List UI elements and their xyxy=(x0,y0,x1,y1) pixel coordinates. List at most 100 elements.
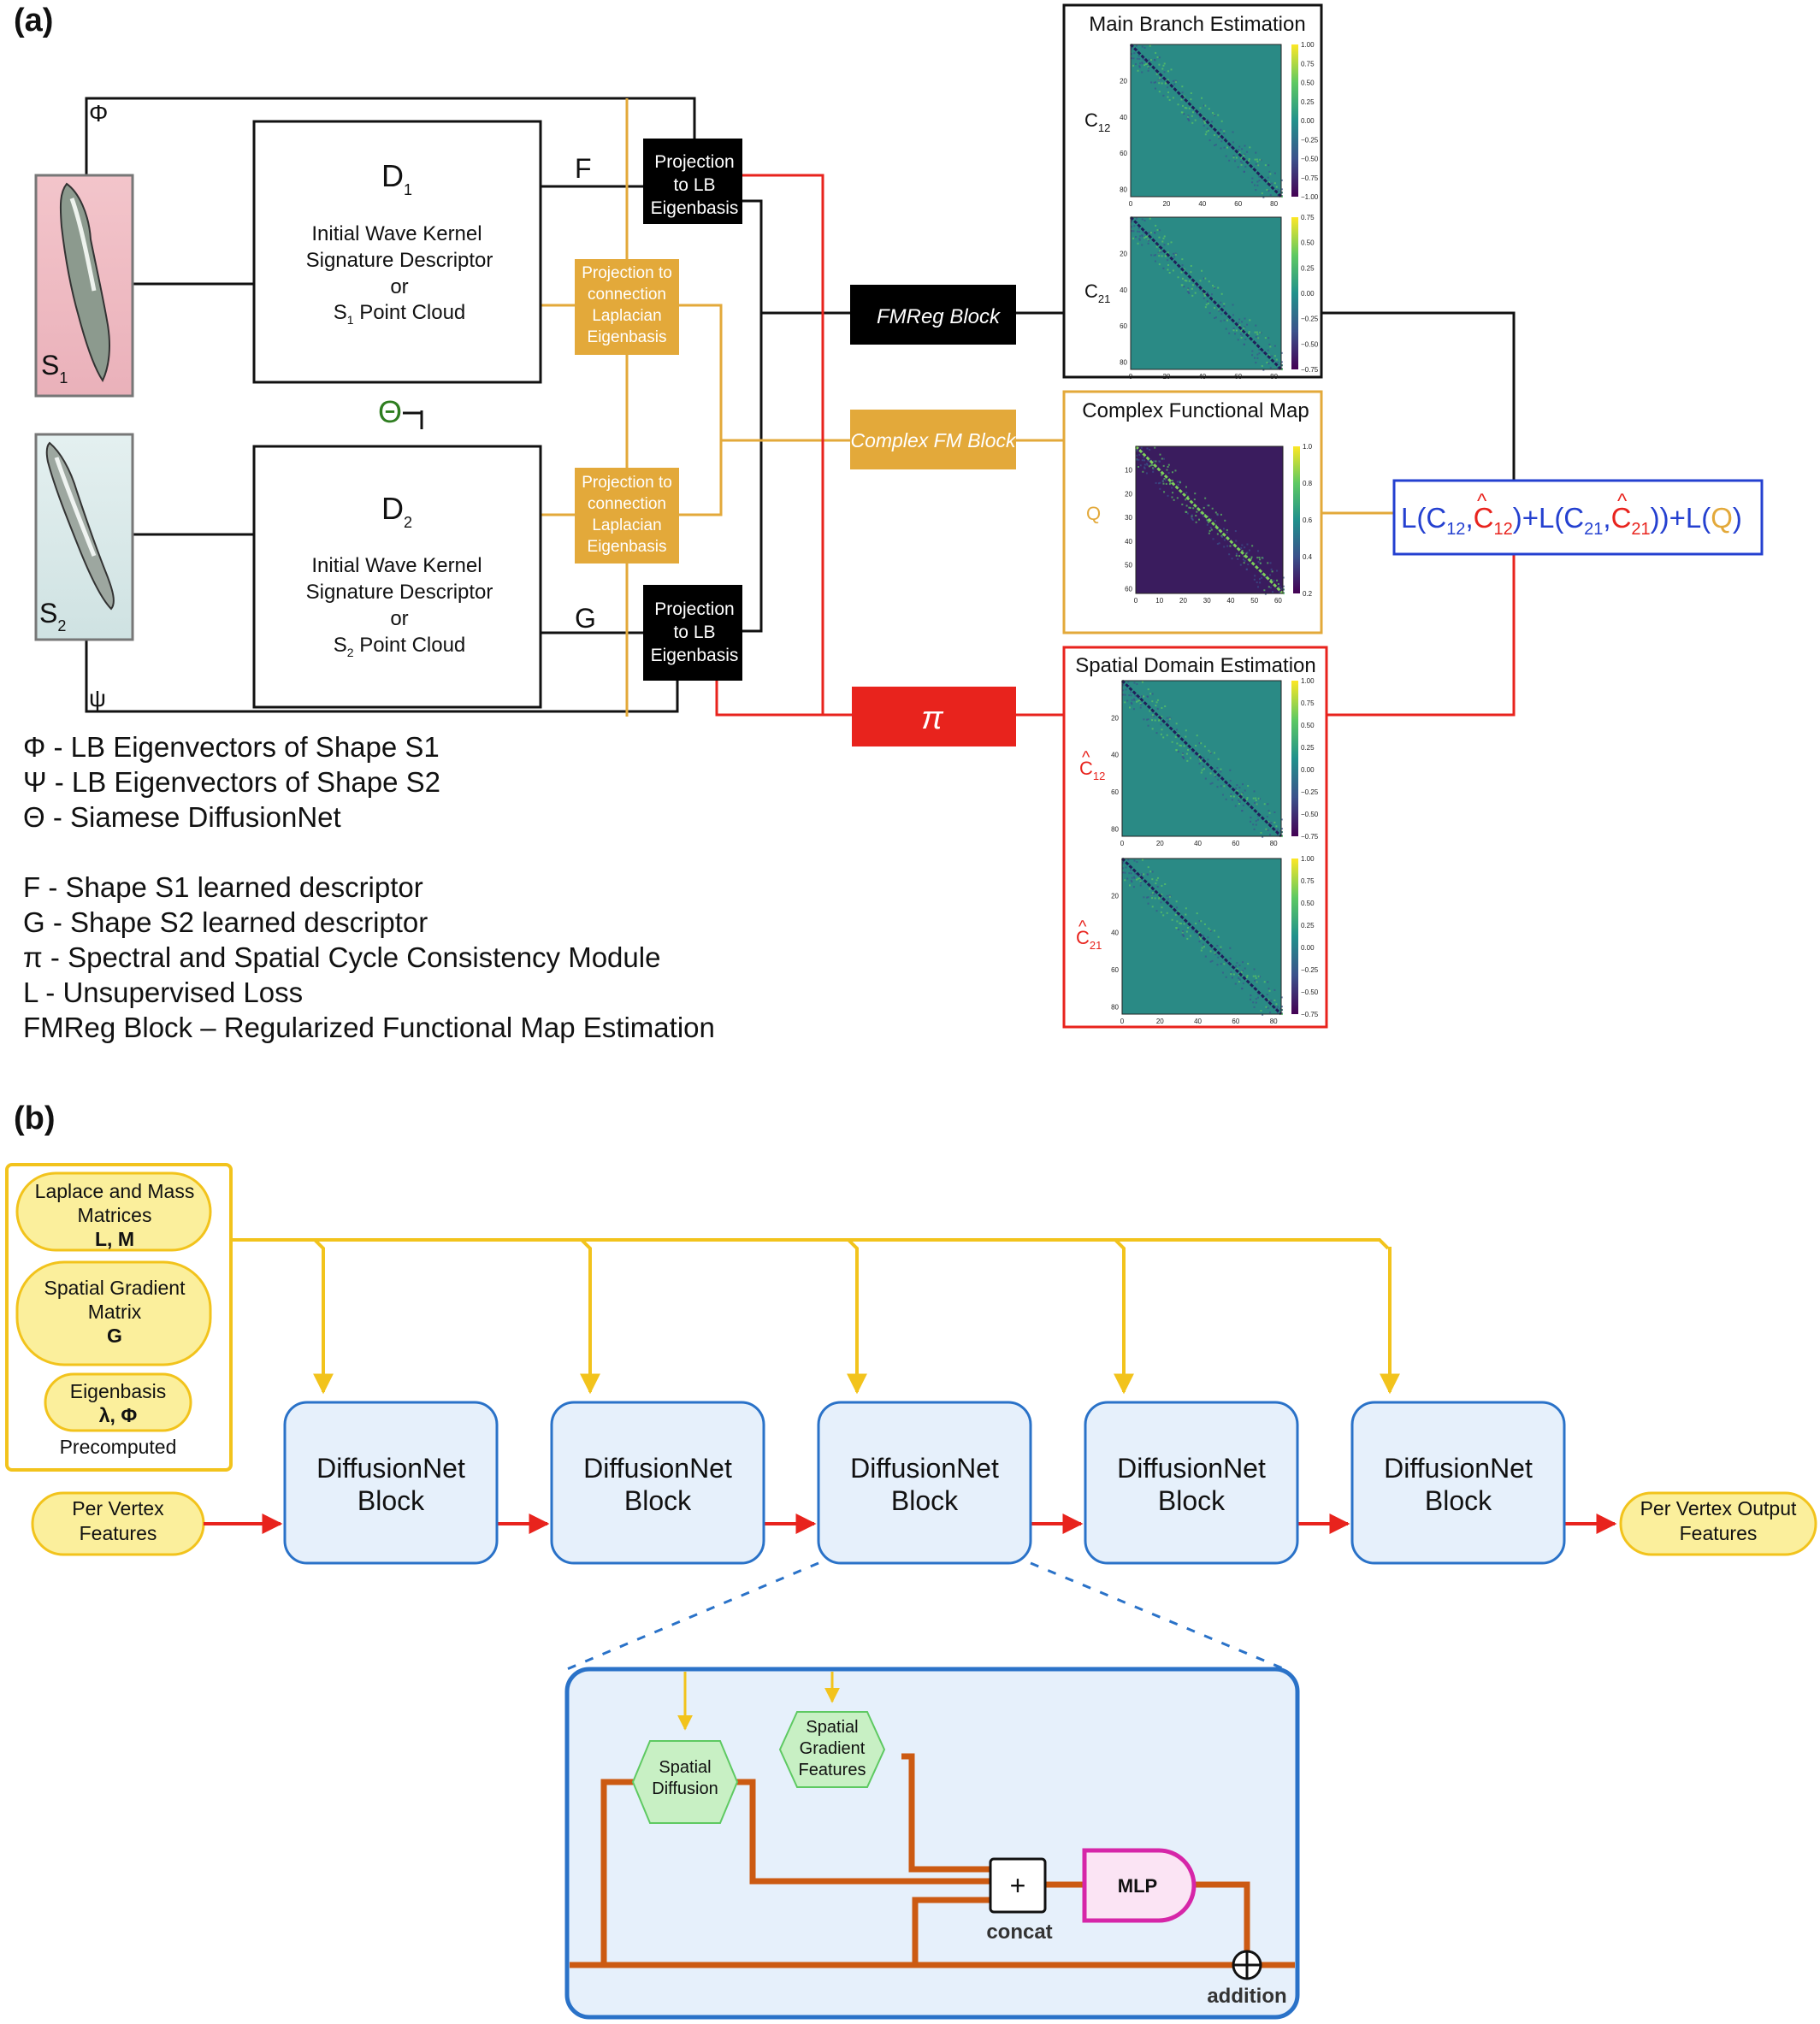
heatmap-cell xyxy=(1175,900,1178,903)
heatmap-cell xyxy=(1193,499,1196,501)
heatmap-cell xyxy=(1161,474,1163,476)
heatmap-cell xyxy=(1245,799,1248,801)
loss-box: L(C12,C12)+L(C21,C21))+L(Q) ^ ^ xyxy=(1392,479,1764,556)
heatmap-cell xyxy=(1140,882,1143,884)
heatmap-cell xyxy=(1181,503,1184,505)
heatmap-cell xyxy=(1214,952,1216,954)
heatmap-cell xyxy=(1267,1006,1269,1009)
heatmap-cell xyxy=(1252,823,1255,826)
heatmap-cell xyxy=(1167,720,1169,723)
yellow-bus xyxy=(231,1238,1400,1395)
heatmap-cell xyxy=(1229,957,1232,959)
tick-label: 20 xyxy=(1162,373,1170,381)
heatmap-cell xyxy=(1202,768,1205,770)
heatmap-cell xyxy=(1147,718,1149,721)
heatmap-cell xyxy=(1217,286,1220,289)
heatmap-cell xyxy=(1220,948,1222,951)
heatmap-cell xyxy=(1178,911,1180,913)
heatmap-cell xyxy=(1202,935,1205,937)
heatmap-cell xyxy=(1256,586,1259,588)
colorbar-tick: −0.50 xyxy=(1301,811,1319,818)
heatmap-cell xyxy=(1149,464,1152,467)
heatmap-cell xyxy=(1204,306,1207,309)
heatmap-cell xyxy=(1221,971,1224,974)
heatmap-cell xyxy=(1260,831,1262,834)
red-wires xyxy=(715,174,1516,717)
heatmap-cell xyxy=(1273,988,1276,991)
svg-text:DiffusionNet: DiffusionNet xyxy=(583,1453,732,1484)
heatmap-cell xyxy=(1275,1003,1278,1006)
heatmap-cell xyxy=(1220,301,1222,304)
heatmap-cell xyxy=(1246,150,1249,153)
heatmap-diagonal xyxy=(1120,679,1283,838)
heatmap-cell xyxy=(1281,188,1283,191)
heatmap-cell xyxy=(1143,459,1146,462)
heatmap-cell xyxy=(1194,931,1197,934)
heatmap-cell xyxy=(1209,518,1212,521)
heatmap-cell xyxy=(1281,587,1284,590)
svg-text:Main Branch Estimation: Main Branch Estimation xyxy=(1089,13,1305,36)
heatmap-cell xyxy=(1254,331,1256,333)
heatmap-cell xyxy=(1251,177,1254,180)
heatmap-cell xyxy=(1138,875,1141,877)
heatmap-cell xyxy=(1141,681,1143,683)
heatmap-cell xyxy=(1147,902,1149,905)
heatmap-cell xyxy=(1240,163,1243,166)
colorbar-tick: 0.75 xyxy=(1301,60,1315,68)
heatmap-cell xyxy=(1133,225,1136,227)
heatmap-cell xyxy=(1206,292,1208,294)
heatmap-cell xyxy=(1138,699,1141,701)
heatmap-cell xyxy=(1181,933,1184,935)
heatmap-cell xyxy=(1211,112,1214,115)
heatmap-cell xyxy=(1207,758,1209,761)
heatmap-cell xyxy=(1151,878,1154,881)
heatmap-cell xyxy=(1191,751,1194,753)
heatmap-cell xyxy=(1241,988,1244,990)
heatmap-cell xyxy=(1138,697,1141,699)
heatmap-cell xyxy=(1276,569,1279,572)
heatmap-cell xyxy=(1175,253,1178,256)
heatmap-cell xyxy=(1268,164,1270,167)
heatmap-cell xyxy=(1261,192,1263,195)
heatmap-cell xyxy=(1143,463,1146,466)
colorbar-tick: 0.25 xyxy=(1301,744,1315,752)
chat12-label: C12 xyxy=(1079,758,1105,782)
heatmap-cell xyxy=(1189,757,1191,759)
heatmap-cell xyxy=(1154,719,1156,722)
heatmap-cell xyxy=(1200,949,1202,952)
tick-label: 40 xyxy=(1125,538,1132,546)
heatmap-cell xyxy=(1225,155,1227,157)
heatmap-cell xyxy=(1248,331,1250,333)
heatmap-cell xyxy=(1138,57,1141,60)
heatmap-cell xyxy=(1126,877,1129,880)
heatmap-cell xyxy=(1181,755,1184,758)
heatmap-cell xyxy=(1163,62,1166,65)
heatmap-cell xyxy=(1151,870,1154,873)
heatmap-cell xyxy=(1132,64,1135,67)
heatmap-cell xyxy=(1232,795,1235,798)
heatmap-cell xyxy=(1167,86,1169,89)
heatmap-cell xyxy=(1214,524,1217,527)
heatmap-cell xyxy=(1163,478,1166,481)
colorbar-tick: 1.0 xyxy=(1303,443,1313,451)
heatmap-cell xyxy=(1240,336,1243,339)
heatmap-cell xyxy=(1196,912,1198,915)
heatmap-cell xyxy=(1187,288,1190,291)
heatmap-cell xyxy=(1281,1009,1283,1012)
heatmap-cell xyxy=(1220,147,1222,150)
legend-item: Θ - Siamese DiffusionNet xyxy=(23,801,341,833)
heatmap-cell xyxy=(1244,789,1246,792)
chat21-hat: ^ xyxy=(1078,918,1087,936)
heatmap-cell xyxy=(1159,481,1161,484)
heatmap-cell xyxy=(1280,996,1283,999)
heatmap-cell xyxy=(1261,557,1263,559)
heatmap-cell xyxy=(1158,56,1161,59)
svg-text:Eigenbasis: Eigenbasis xyxy=(70,1380,167,1402)
heatmap-cell xyxy=(1166,912,1168,914)
heatmap-cell xyxy=(1257,797,1260,800)
heatmap-cell xyxy=(1164,705,1167,707)
heatmap-cell xyxy=(1180,745,1183,747)
heatmap-cell xyxy=(1269,367,1272,369)
g-label: G xyxy=(575,603,596,634)
heatmap-cell xyxy=(1211,507,1214,510)
